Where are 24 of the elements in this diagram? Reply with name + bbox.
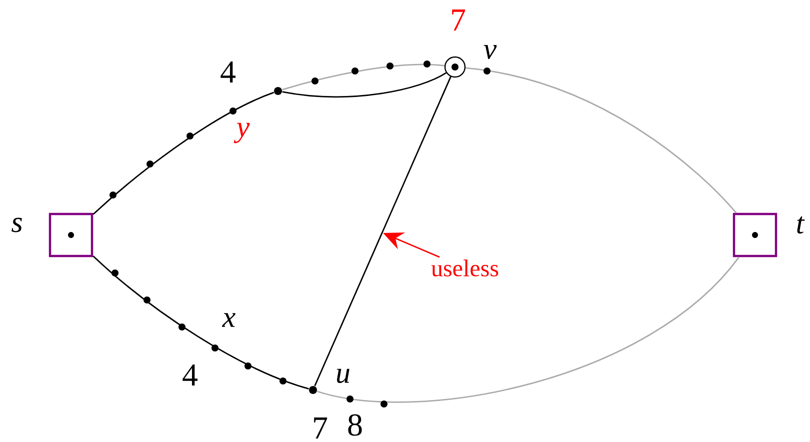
circled-vertex — [444, 56, 466, 78]
vertex-dot — [309, 386, 317, 394]
weight-label: y — [234, 122, 250, 144]
path-edge — [282, 72, 446, 98]
vertex-dot — [274, 87, 282, 95]
vertex-label: s — [12, 218, 22, 232]
path-edge — [317, 256, 740, 403]
terminal-square — [732, 212, 778, 258]
vertex-label: u — [337, 368, 350, 384]
path-edge — [465, 67, 737, 214]
path-edge — [314, 76, 452, 386]
annotation-text: useless — [431, 260, 498, 276]
path-edge — [92, 92, 274, 215]
weight-label: 7 — [314, 418, 328, 438]
weight-label: 8 — [348, 414, 362, 436]
weight-label: x — [222, 313, 236, 327]
path-edge — [282, 64, 445, 90]
vertex-label: v — [484, 44, 497, 60]
weight-label: 4 — [220, 61, 236, 83]
vertex-label: 7 — [452, 10, 466, 30]
terminal-square — [48, 212, 94, 258]
vertex-label: t — [797, 216, 805, 234]
path-edge — [92, 255, 309, 390]
weight-label: 4 — [182, 364, 198, 386]
